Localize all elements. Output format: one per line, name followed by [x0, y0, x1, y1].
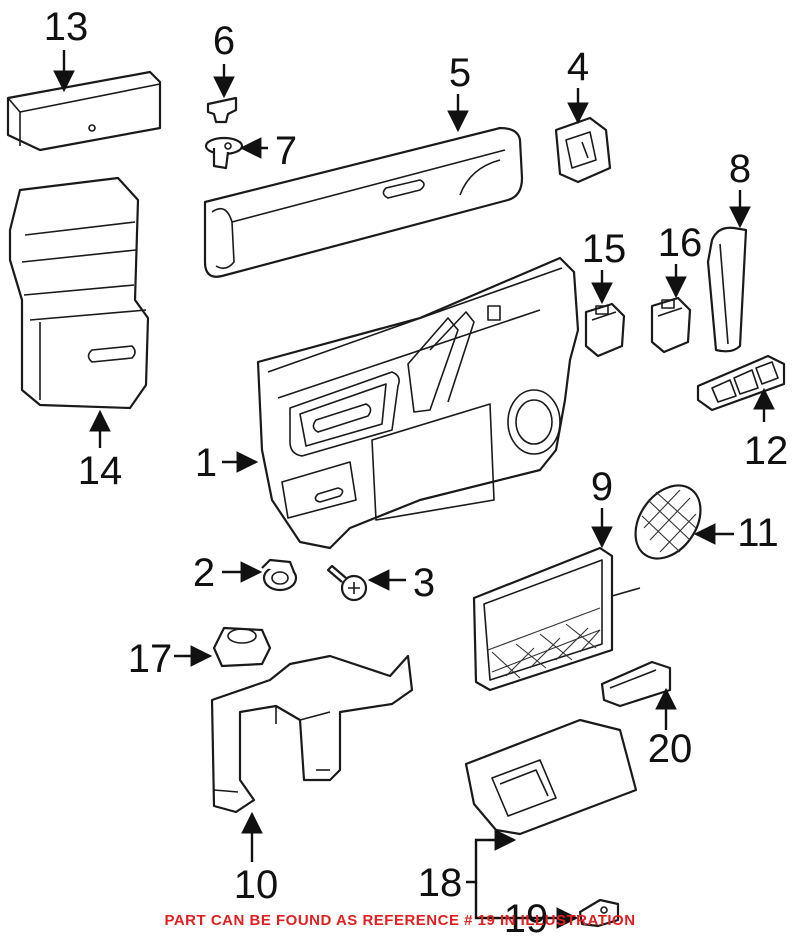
part-19-clip-block: [578, 898, 620, 928]
callout-1: 1: [195, 441, 217, 485]
callout-18: 18: [418, 861, 463, 905]
callout-4: 4: [567, 45, 589, 89]
leader-lines: [53, 50, 775, 929]
callout-15: 15: [582, 227, 627, 271]
part-18-lower-panel: [464, 718, 638, 836]
callout-8: 8: [729, 147, 751, 191]
callout-12: 12: [744, 429, 789, 473]
part-3-screw: [326, 564, 368, 602]
part-1-door-trim-panel: [256, 256, 580, 550]
part-12-switch-bezel: [696, 354, 786, 412]
callout-17: 17: [128, 637, 173, 681]
part-20-handle: [600, 660, 672, 708]
part-13-trim-strip: [6, 70, 162, 152]
callout-13: 13: [44, 5, 89, 49]
callout-labels: 13 14 6 7 5 4 8 15 16 12 1 9 11 2 3 17 2…: [44, 5, 789, 941]
part-11-speaker-grille: [634, 484, 702, 560]
part-8-pillar-trim: [706, 226, 748, 353]
part-10-mounting-bracket: [210, 654, 414, 814]
callout-6: 6: [213, 19, 235, 63]
callout-16: 16: [658, 221, 703, 265]
part-4-window-switch: [554, 116, 612, 184]
part-15-switch: [584, 302, 626, 358]
callout-3: 3: [413, 561, 435, 605]
part-7-retainer: [204, 136, 244, 170]
callout-7: 7: [275, 129, 297, 173]
footer-note: PART CAN BE FOUND AS REFERENCE # 19 IN I…: [164, 912, 636, 929]
callout-5: 5: [449, 51, 471, 95]
part-6-clip: [206, 96, 238, 124]
callout-9: 9: [591, 465, 613, 509]
callout-2: 2: [193, 551, 215, 595]
part-5-upper-trim-panel: [203, 126, 524, 278]
part-14-door-insulator: [8, 176, 150, 410]
part-17-bracket: [212, 626, 272, 668]
callout-14: 14: [78, 449, 123, 493]
part-9-map-pocket: [472, 546, 641, 692]
callout-19: 19: [504, 897, 549, 941]
callout-10: 10: [234, 863, 279, 907]
part-2-push-clip: [261, 558, 298, 592]
callout-11: 11: [737, 511, 779, 555]
part-16-switch: [650, 296, 692, 354]
callout-20: 20: [648, 727, 693, 771]
